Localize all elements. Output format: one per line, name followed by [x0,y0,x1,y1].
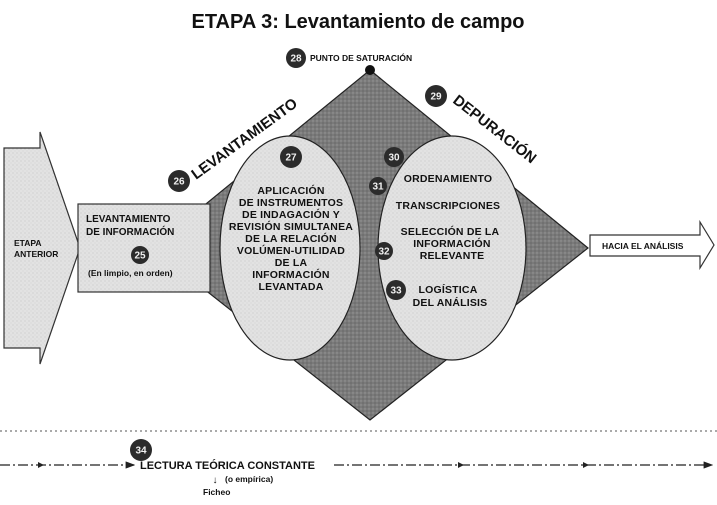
step-28-circle [286,48,306,68]
left-oval-line-3: DE INDAGACIÓN Y [242,208,340,221]
step-32-number: 32 [378,247,390,258]
right-oval-item-4-line1: LOGÍSTICA [419,283,478,296]
step-27-circle [280,146,302,168]
left-arrow-shape [3,131,81,365]
left-arrow-label-1: ETAPA [14,238,42,248]
step-26-number: 26 [173,177,185,188]
step-31-circle [369,177,387,195]
step-29-number: 29 [430,92,442,103]
step-25-circle [131,246,149,264]
bottom-sub1: (o empírica) [225,474,273,484]
left-oval-line-2: DE INSTRUMENTOS [239,197,343,209]
step-33-circle [386,280,406,300]
step-34-number: 34 [135,446,147,457]
left-oval-line-9: LEVANTADA [259,281,324,293]
right-arrow-label: HACIA EL ANÁLISIS [602,241,684,251]
step-29-circle [425,85,447,107]
left-arrow-label-2: ANTERIOR [14,249,58,259]
right-oval-item-2: TRANSCRIPCIONES [396,200,501,212]
left-oval-line-5: DE LA RELACIÓN [245,232,337,245]
right-oval-item-3-line3: RELEVANTE [420,250,485,262]
step-28-number: 28 [290,54,302,65]
page-title: ETAPA 3: Levantamiento de campo [191,11,524,33]
bottom-down-arrow: ↓ [213,475,218,486]
left-oval-line-6: VOLÚMEN-UTILIDAD [237,244,345,257]
info-box-line2: DE INFORMACIÓN [86,225,174,238]
right-oval-item-3-line1: SELECCIÓN DE LA [401,225,500,238]
left-oval-text: APLICACIÓN DE INSTRUMENTOS DE INDAGACIÓN… [229,184,353,293]
step-32-circle [375,242,393,260]
info-box-note: (En limpio, en orden) [88,268,173,278]
bottom-label: LECTURA TEÓRICA CONSTANTE [140,459,315,472]
step-27-number: 27 [285,153,297,164]
left-oval-line-1: APLICACIÓN [257,184,324,197]
right-oval-item-3-line2: INFORMACIÓN [413,237,490,250]
step-30-number: 30 [388,153,400,164]
step-34-circle [130,439,152,461]
bottom-sub2: Ficheo [203,487,230,497]
saturation-point-dot [365,65,375,75]
left-oval-line-8: INFORMACIÓN [252,268,329,281]
timeline-arrow-marks [38,462,589,468]
saturation-label: PUNTO DE SATURACIÓN [310,52,412,63]
step-25-number: 25 [134,251,146,262]
step-26-circle [168,170,190,192]
right-oval-item-4-line2: DEL ANÁLISIS [413,296,488,309]
left-oval-line-7: DE LA [275,257,308,269]
left-oval [219,135,361,361]
left-oval-line-4: REVISIÓN SIMULTANEA [229,220,353,233]
right-arrow-shape [589,219,715,271]
step-33-number: 33 [390,286,402,297]
step-31-number: 31 [372,182,384,193]
right-oval-item-1: ORDENAMIENTO [404,173,493,185]
info-box-line1: LEVANTAMIENTO [86,214,171,225]
step-30-circle [384,147,404,167]
